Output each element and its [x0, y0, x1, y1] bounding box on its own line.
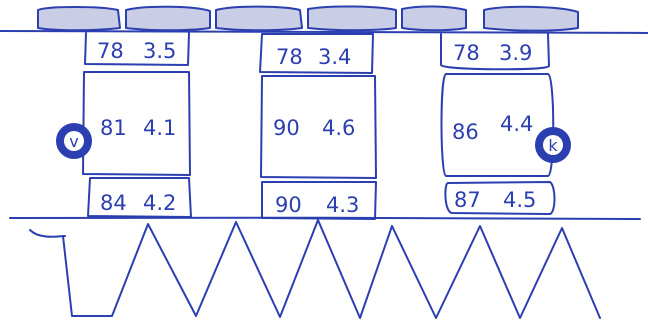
- marker-v: v: [57, 124, 91, 158]
- marker-v-letter: v: [69, 132, 78, 151]
- stack-3-middle-a: 86: [452, 120, 479, 144]
- stack-1-middle-b: 4.1: [143, 116, 176, 140]
- stack-1-top-b: 3.5: [143, 39, 176, 63]
- stack-3-top-a: 78: [453, 41, 480, 65]
- stack-3-bottom-b: 4.5: [503, 188, 536, 212]
- zigzag-foundation: [63, 220, 600, 318]
- top-beam: [38, 6, 578, 30]
- stack-2-top-b: 3.4: [318, 45, 351, 69]
- stack-3-top-b: 3.9: [499, 41, 532, 65]
- stack-1-middle-a: 81: [100, 116, 127, 140]
- stack-3-bottom-a: 87: [454, 188, 481, 212]
- marker-k-letter: k: [548, 136, 558, 155]
- stack-1-bottom-a: 84: [100, 191, 127, 215]
- stack-2-middle-b: 4.6: [322, 116, 355, 140]
- marker-k: k: [536, 128, 570, 162]
- stack-3-middle-b: 4.4: [500, 112, 533, 136]
- stack-2-top-a: 78: [276, 45, 303, 69]
- stack-1-top-a: 78: [97, 39, 124, 63]
- stack-2-bottom-b: 4.3: [326, 193, 359, 217]
- stack-1-bottom-b: 4.2: [143, 191, 176, 215]
- stack-2-middle-a: 90: [273, 116, 300, 140]
- stack-2-bottom-a: 90: [275, 193, 302, 217]
